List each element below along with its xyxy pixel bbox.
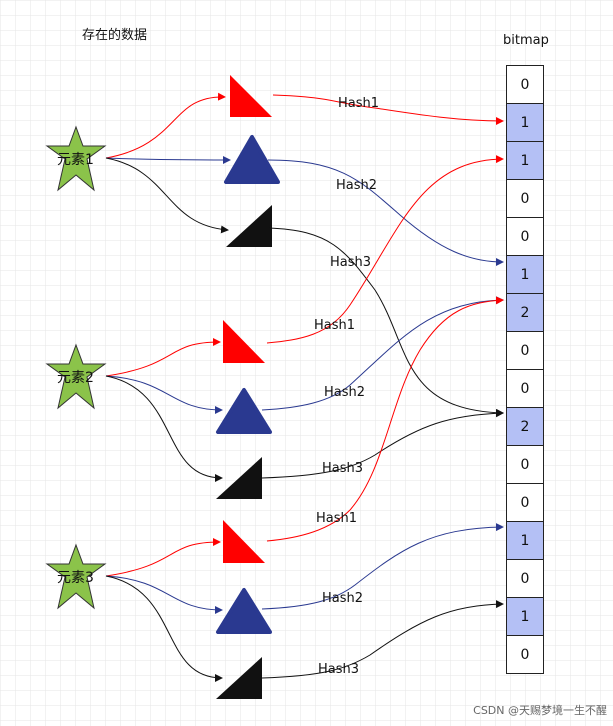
edge-e1-t2: [105, 155, 231, 164]
element-2-star: [45, 343, 107, 410]
edge-e3-hash1: [266, 296, 504, 542]
edge-e2-t2: [105, 375, 223, 414]
element-1-hash1-label: Hash1: [338, 96, 379, 111]
element-3-hash3-label: Hash3: [318, 662, 359, 677]
edge-e2-t1: [105, 338, 221, 377]
bitmap-cell: 1: [506, 141, 544, 180]
element-3-hash2-label: Hash2: [322, 591, 363, 606]
bitmap-cell: 1: [506, 103, 544, 142]
edge-e3-t1: [105, 538, 221, 577]
element-1-star: [45, 125, 107, 192]
hash3-triangle: [216, 457, 262, 499]
edge-e1-t3: [105, 157, 229, 234]
element-3-star: [45, 543, 107, 610]
hash1-triangle: [223, 320, 265, 363]
hash1-triangle: [223, 520, 265, 563]
element-1-hash3-label: Hash3: [330, 255, 371, 270]
element-3-hash1-label: Hash1: [316, 511, 357, 526]
bitmap-cell: 0: [506, 445, 544, 484]
bitmap-cell: 2: [506, 293, 544, 332]
edge-e3-t3: [105, 575, 223, 682]
edge-e1-hash3: [267, 227, 504, 417]
page-title: 存在的数据: [82, 28, 148, 43]
edge-e1-hash2: [267, 159, 504, 266]
element-2-hash2-label: Hash2: [324, 385, 365, 400]
element-2-hash1-label: Hash1: [314, 318, 355, 333]
bitmap-cell: 0: [506, 483, 544, 522]
edge-e3-t2: [105, 575, 223, 614]
edge-e1-t1: [105, 92, 226, 159]
hash2-triangle: [216, 388, 272, 434]
bitmap-cell: 0: [506, 635, 544, 674]
element-2-label: 元素2: [57, 370, 94, 386]
bitmap-cell: 0: [506, 369, 544, 408]
hash1-triangle: [230, 75, 272, 117]
element-2-group: 元素2 Hash1 Hash2 Hash3: [45, 155, 504, 499]
element-3-label: 元素3: [57, 570, 94, 586]
bitmap-cell: 2: [506, 407, 544, 446]
hash3-triangle: [216, 657, 262, 699]
edge-e3-hash3: [261, 600, 504, 679]
element-2-hash3-label: Hash3: [322, 461, 363, 476]
hash3-triangle: [226, 205, 272, 247]
bitmap-cell: 0: [506, 331, 544, 370]
bitmap-cell: 0: [506, 179, 544, 218]
edge-e2-t3: [105, 375, 223, 482]
bitmap-cell: 0: [506, 559, 544, 598]
bitmap-cell: 0: [506, 65, 544, 104]
hash2-triangle: [224, 135, 280, 184]
bitmap-cell: 0: [506, 217, 544, 256]
edge-e2-hash1: [266, 155, 504, 344]
element-3-group: 元素3 Hash1 Hash2 Hash3: [45, 296, 504, 699]
watermark: CSDN @天赐梦境一生不醒: [473, 704, 607, 717]
element-1-group: 元素1 Hash1 Hash2 Hash3: [45, 75, 504, 417]
bitmap-cell: 1: [506, 521, 544, 560]
element-1-hash2-label: Hash2: [336, 178, 377, 193]
edge-e1-hash1: [272, 94, 504, 125]
edge-e2-hash3: [261, 409, 504, 479]
bitmap-label: bitmap: [503, 33, 549, 48]
hash2-triangle: [216, 588, 272, 634]
bitmap-cell: 1: [506, 597, 544, 636]
bitmap-cell: 1: [506, 255, 544, 294]
edge-e3-hash2: [261, 523, 504, 610]
element-1-label: 元素1: [57, 152, 94, 168]
edge-e2-hash2: [261, 296, 504, 411]
